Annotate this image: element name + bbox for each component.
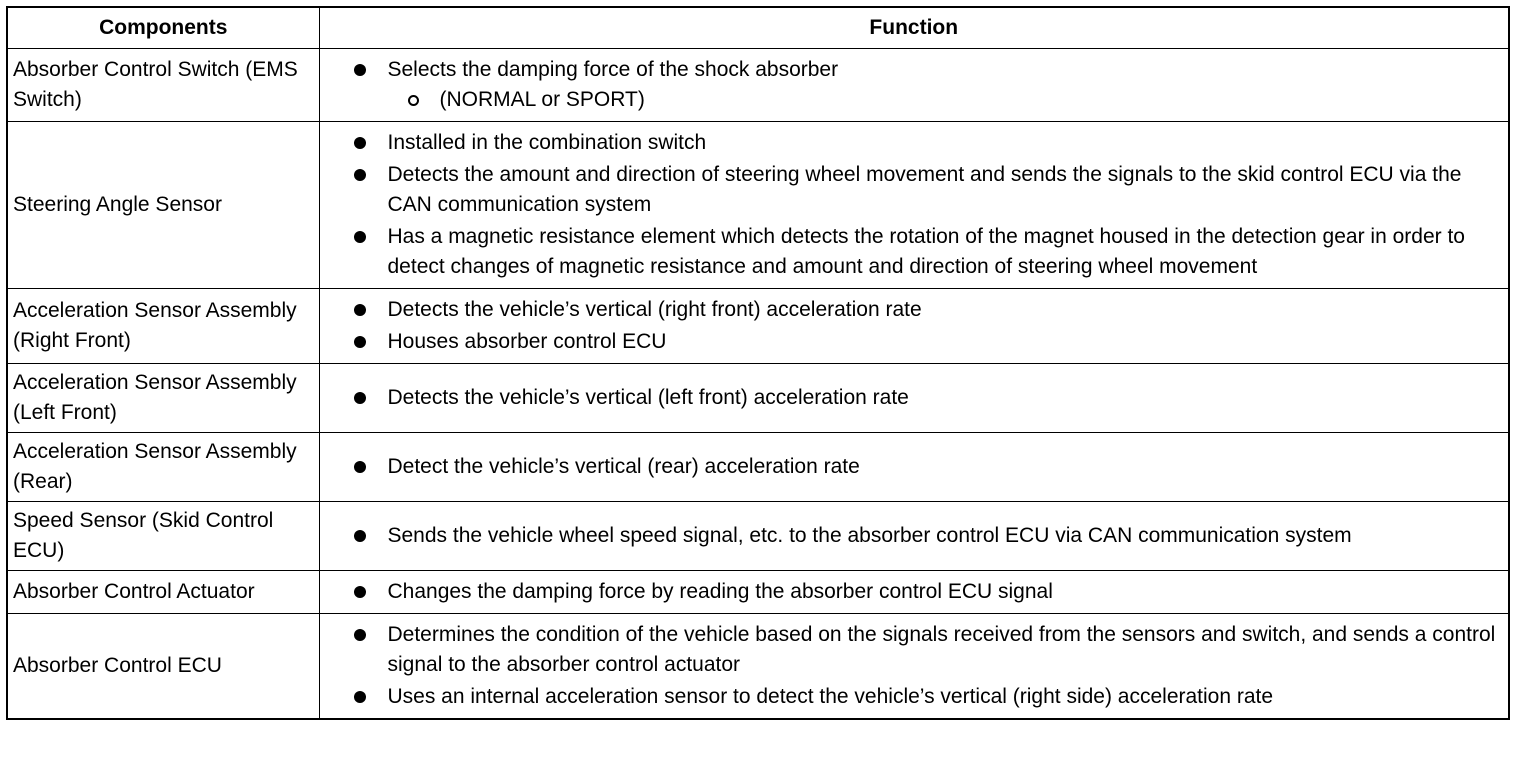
component-cell: Acceleration Sensor Assembly (Rear) xyxy=(6,432,320,502)
function-item: Uses an internal acceleration sensor to … xyxy=(348,682,1501,712)
function-cell: Selects the damping force of the shock a… xyxy=(318,48,1510,122)
header-components: Components xyxy=(6,6,320,49)
function-item: Detects the vehicle’s vertical (left fro… xyxy=(348,383,1501,413)
function-item: Installed in the combination switch xyxy=(348,128,1501,158)
function-text: Has a magnetic resistance element which … xyxy=(387,225,1465,278)
component-cell: Acceleration Sensor Assembly (Left Front… xyxy=(6,363,320,433)
function-item: Has a magnetic resistance element which … xyxy=(348,222,1501,282)
table-row: Acceleration Sensor Assembly (Left Front… xyxy=(6,363,1510,433)
function-item: Detects the vehicle’s vertical (right fr… xyxy=(348,295,1501,325)
function-sublist: (NORMAL or SPORT) xyxy=(388,85,1501,115)
function-cell: Determines the condition of the vehicle … xyxy=(318,613,1510,720)
function-item: Selects the damping force of the shock a… xyxy=(348,55,1501,115)
table-row: Acceleration Sensor Assembly (Rear) Detec… xyxy=(6,432,1510,502)
table-row: Absorber Control ECU Determines the condi… xyxy=(6,613,1510,720)
table-row: Speed Sensor (Skid Control ECU) Sends the… xyxy=(6,501,1510,571)
function-text: Uses an internal acceleration sensor to … xyxy=(387,685,1274,708)
function-text: Detect the vehicle’s vertical (rear) acc… xyxy=(387,455,860,478)
component-cell: Steering Angle Sensor xyxy=(6,121,320,289)
table-body: Absorber Control Switch (EMS Switch) Sele… xyxy=(6,48,1510,720)
function-text: Changes the damping force by reading the… xyxy=(387,580,1053,603)
component-cell: Absorber Control Actuator xyxy=(6,570,320,614)
table-header-row: Components Function xyxy=(6,6,1510,49)
function-text: Detects the amount and direction of stee… xyxy=(387,163,1462,216)
function-list: Detects the vehicle’s vertical (right fr… xyxy=(348,295,1501,357)
function-item: Detects the amount and direction of stee… xyxy=(348,160,1501,220)
function-text: Sends the vehicle wheel speed signal, et… xyxy=(387,524,1352,547)
function-subitem: (NORMAL or SPORT) xyxy=(388,85,1501,115)
function-list: Detect the vehicle’s vertical (rear) acc… xyxy=(348,452,1501,482)
function-text: Detects the vehicle’s vertical (left fro… xyxy=(387,386,909,409)
component-cell: Acceleration Sensor Assembly (Right Fron… xyxy=(6,288,320,364)
function-list: Changes the damping force by reading the… xyxy=(348,577,1501,607)
function-list: Sends the vehicle wheel speed signal, et… xyxy=(348,521,1501,551)
table-row: Absorber Control Switch (EMS Switch) Sele… xyxy=(6,48,1510,122)
function-text: Installed in the combination switch xyxy=(387,131,707,154)
components-function-table: Components Function Absorber Control Swi… xyxy=(6,6,1510,720)
function-item: Determines the condition of the vehicle … xyxy=(348,620,1501,680)
function-list: Determines the condition of the vehicle … xyxy=(348,620,1501,712)
function-list: Selects the damping force of the shock a… xyxy=(348,55,1501,115)
function-item: Detect the vehicle’s vertical (rear) acc… xyxy=(348,452,1501,482)
component-cell: Absorber Control Switch (EMS Switch) xyxy=(6,48,320,122)
function-item: Sends the vehicle wheel speed signal, et… xyxy=(348,521,1501,551)
function-text: Houses absorber control ECU xyxy=(387,330,667,353)
function-cell: Changes the damping force by reading the… xyxy=(318,570,1510,614)
component-cell: Speed Sensor (Skid Control ECU) xyxy=(6,501,320,571)
function-cell: Detects the vehicle’s vertical (right fr… xyxy=(318,288,1510,364)
function-text: Detects the vehicle’s vertical (right fr… xyxy=(387,298,922,321)
function-item: Changes the damping force by reading the… xyxy=(348,577,1501,607)
table-row: Acceleration Sensor Assembly (Right Fron… xyxy=(6,288,1510,364)
function-item: Houses absorber control ECU xyxy=(348,327,1501,357)
header-function: Function xyxy=(318,6,1510,49)
function-cell: Detects the vehicle’s vertical (left fro… xyxy=(318,363,1510,433)
function-text: Determines the condition of the vehicle … xyxy=(387,623,1496,676)
function-text: Selects the damping force of the shock a… xyxy=(387,58,839,81)
function-list: Detects the vehicle’s vertical (left fro… xyxy=(348,383,1501,413)
table-row: Absorber Control Actuator Changes the dam… xyxy=(6,570,1510,614)
function-cell: Detect the vehicle’s vertical (rear) acc… xyxy=(318,432,1510,502)
function-cell: Sends the vehicle wheel speed signal, et… xyxy=(318,501,1510,571)
component-cell: Absorber Control ECU xyxy=(6,613,320,720)
